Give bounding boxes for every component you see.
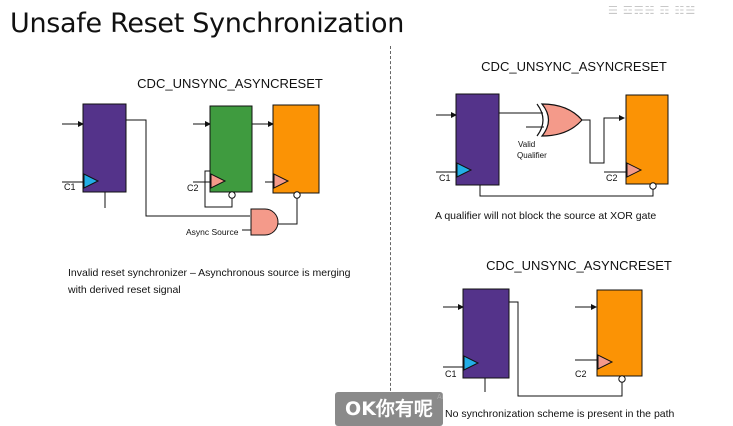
right-top-clock-label-c1: C1 [439,173,451,183]
right-top-flop-1-clock-icon [456,162,473,178]
left-flop-3-reset-bubble [293,191,301,199]
right-top-diagram: CDC_UNSYNC_ASYNCRESET C1 C2 Valid [435,59,669,222]
section-divider [390,46,391,406]
right-bottom-flop-1-clock-icon [463,355,480,371]
right-bottom-flop-2-reset-bubble [618,375,626,383]
left-clock-label-c2: C2 [187,183,199,193]
right-top-gate-label-line-1: Valid [518,140,535,149]
right-bottom-clock-label-c2: C2 [575,369,587,379]
right-top-clock-label-c2: C2 [606,173,618,183]
left-flop-2-reset-bubble [228,191,236,199]
ai-tag: AI [437,394,444,401]
slide-title: Unsafe Reset Synchronization [10,8,405,39]
right-bottom-heading: CDC_UNSYNC_ASYNCRESET [486,258,672,273]
right-bottom-caption: No synchronization scheme is present in … [445,408,675,420]
right-top-heading: CDC_UNSYNC_ASYNCRESET [481,59,667,74]
left-caption-line-2: with derived reset signal [67,284,181,296]
right-top-caption: A qualifier will not block the source at… [435,210,656,222]
left-clock-label-c1: C1 [64,182,76,192]
right-top-gate-label-line-2: Qualifier [517,151,547,160]
right-top-xor-gate [540,103,583,137]
right-top-xor-input-arc [536,103,544,137]
left-flop-2-clock-icon [210,173,227,189]
right-top-wires [436,112,654,197]
right-bottom-wires [443,301,623,397]
ok-overlay-badge[interactable]: OK你有呢 [335,392,443,426]
right-bottom-clock-label-c1: C1 [445,369,457,379]
right-top-flop-2-reset-bubble [649,182,657,190]
right-bottom-flop-2-clock-icon [597,354,614,370]
watermark-logo: ☰ ☲☴☵ ☶ ☷☱ [608,5,697,17]
left-gate-label: Async Source [186,227,239,237]
left-diagram: CDC_UNSYNC_ASYNCRESET [62,76,351,296]
left-diagram-heading: CDC_UNSYNC_ASYNCRESET [137,76,323,91]
right-bottom-diagram: CDC_UNSYNC_ASYNCRESET C1 C2 No synchroni… [443,258,675,420]
left-caption-line-1: Invalid reset synchronizer – Asynchronou… [68,267,351,279]
left-flop-1-clock-icon [83,173,100,189]
left-and-gate [250,208,279,236]
right-top-flop-2-clock-icon [626,162,643,178]
left-flop-3-clock-icon [273,173,290,189]
